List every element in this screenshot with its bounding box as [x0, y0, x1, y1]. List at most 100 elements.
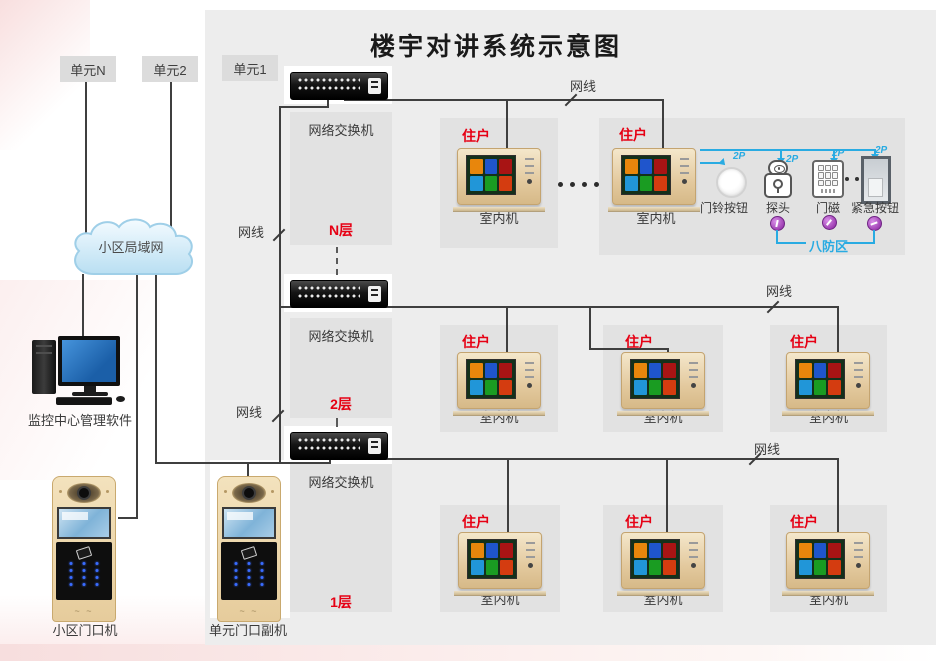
door-station-screen	[222, 507, 276, 539]
zone-terminal-icon	[867, 216, 882, 231]
resident-label: 住户	[790, 514, 818, 530]
keypad-icon	[234, 562, 264, 586]
connector-line	[279, 106, 329, 108]
connector-line	[136, 270, 138, 519]
wire-2p-label: 2P	[832, 148, 845, 159]
door-station-main: ~ ~	[52, 476, 116, 622]
zone-terminal-icon	[822, 215, 837, 230]
card-reader-icon	[240, 546, 258, 560]
indoor-unit-shelf	[453, 411, 545, 416]
connector-line	[589, 306, 591, 350]
switch-uplink-port	[368, 286, 381, 302]
indoor-unit-label: 室内机	[479, 410, 519, 425]
connector-line	[506, 306, 508, 353]
tag-unit-2: 单元2	[142, 56, 198, 82]
indoor-unit-buttons	[523, 362, 536, 388]
lan-cloud-label: 小区局域网	[98, 240, 164, 255]
switch-uplink-port	[368, 78, 381, 94]
indoor-unit-shelf	[782, 411, 874, 416]
wire-2p-label: 2P	[786, 154, 799, 165]
resident-label: 住户	[462, 128, 490, 144]
indoor-unit-screen	[795, 539, 845, 579]
computer-label: 监控中心管理软件	[27, 413, 132, 428]
lan-cloud	[74, 218, 194, 275]
switch-ports-grid	[298, 78, 360, 94]
connector-line	[662, 99, 664, 149]
zone-label: 八防区	[809, 239, 849, 254]
cable-label: 网线	[236, 405, 263, 420]
door-station-sub-label: 单元门口副机	[208, 623, 287, 638]
monitor-stand	[84, 386, 96, 392]
zone-bracket-line	[873, 230, 875, 244]
indoor-unit-screen	[466, 359, 516, 399]
connector-line	[507, 458, 509, 534]
wire-2p-label: 2P	[733, 151, 746, 162]
camera-icon	[67, 483, 101, 503]
floor-box-1: 网络交换机 1层	[290, 464, 392, 612]
indoor-unit	[454, 532, 546, 596]
resident-label: 住户	[790, 334, 818, 350]
doorbell-button-icon	[716, 167, 747, 198]
zone-bracket-line	[776, 242, 806, 244]
connector-line	[666, 458, 668, 534]
door-station-keypad-panel	[221, 542, 277, 600]
indoor-unit-label: 室内机	[636, 211, 676, 226]
computer-monitor	[58, 336, 120, 386]
trunk-line	[279, 106, 281, 464]
connector-line	[837, 306, 839, 353]
resident-label: 住户	[625, 334, 653, 350]
indoor-unit	[617, 532, 709, 596]
indoor-unit-buttons	[852, 362, 865, 388]
network-switch	[290, 280, 388, 308]
connector-line	[170, 82, 172, 244]
switch-label: 网络交换机	[308, 123, 374, 138]
connector-line	[155, 462, 331, 464]
indoor-unit-screen	[467, 539, 517, 579]
card-reader-icon	[75, 546, 93, 560]
page-title: 楼宇对讲系统示意图	[370, 33, 623, 61]
security-drop-line	[874, 149, 876, 155]
door-station-speaker: ~ ~	[74, 606, 94, 616]
computer-tower	[32, 340, 56, 394]
cable-label: 网线	[238, 225, 265, 240]
indoor-unit-buttons	[523, 158, 536, 184]
connector-line	[589, 348, 669, 350]
wire-2p-label: 2P	[875, 145, 888, 156]
floor-label-2: 2层	[330, 396, 352, 412]
connector-line	[155, 268, 157, 464]
sensor-probe-icon	[764, 160, 792, 198]
door-station-main-label: 小区门口机	[52, 623, 118, 638]
switch-label: 网络交换机	[308, 475, 374, 490]
resident-label: 住户	[625, 514, 653, 530]
monitor-base	[72, 392, 108, 396]
indoor-unit-shelf	[453, 207, 545, 212]
resident-label: 住户	[462, 514, 490, 530]
indoor-unit-shelf	[782, 591, 874, 596]
indoor-unit-buttons	[687, 362, 700, 388]
indoor-unit	[782, 532, 874, 596]
security-bell-line	[700, 162, 722, 164]
ellipsis-dot	[855, 177, 859, 181]
background-streak-bottom	[0, 644, 936, 661]
indoor-unit-buttons	[852, 542, 865, 568]
connector-line	[82, 274, 84, 338]
floor-box-n: 网络交换机 N层	[290, 112, 392, 245]
keypad-icon	[69, 562, 99, 586]
doorbell-label: 门铃按钮	[699, 201, 748, 215]
switch-ports-grid	[298, 286, 360, 302]
indoor-unit-buttons	[678, 158, 691, 184]
indoor-unit	[608, 148, 700, 212]
indoor-unit-label: 室内机	[643, 410, 683, 425]
computer-keyboard	[56, 397, 112, 405]
ellipsis-dots	[558, 182, 599, 187]
dashed-connector	[336, 247, 338, 275]
floor-label-1: 1层	[330, 594, 352, 610]
connector-line	[327, 96, 329, 108]
resident-label: 住户	[619, 127, 647, 143]
network-switch	[290, 432, 388, 460]
indoor-unit-screen	[630, 359, 680, 399]
connector-line	[506, 99, 508, 149]
security-drop-line	[833, 149, 835, 159]
resident-label: 住户	[462, 334, 490, 350]
